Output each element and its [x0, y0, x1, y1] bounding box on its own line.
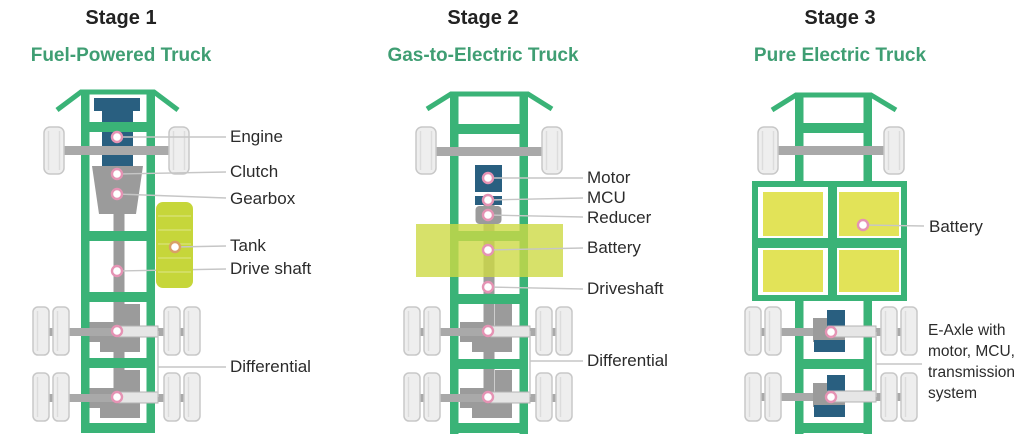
- markers-stage-3: [824, 218, 870, 404]
- label-mcu: MCU: [587, 188, 626, 207]
- stage-3-heading: Stage 3: [804, 7, 876, 29]
- stage-2-title: Gas-to-Electric Truck: [387, 45, 579, 66]
- marker-differential-2: [481, 390, 495, 404]
- label-e-axle: E-Axle with motor, MCU, transmission sys…: [928, 322, 1015, 402]
- e-axle-shape-front: [813, 310, 845, 352]
- axle-shaft-highlight: [490, 391, 531, 404]
- markers-stage-1: [110, 130, 182, 404]
- markers-stage-2: [481, 171, 495, 404]
- axle-shaft-highlight: [118, 391, 159, 404]
- chassis-frame: [55, 89, 180, 433]
- label-gearbox: Gearbox: [230, 189, 296, 208]
- truck-diagram-stage-1: [32, 89, 227, 433]
- marker-tank: [168, 240, 182, 254]
- marker-motor: [481, 171, 495, 185]
- stage-1-title: Fuel-Powered Truck: [30, 45, 212, 66]
- marker-battery: [856, 218, 870, 232]
- axle-shaft-highlight: [118, 325, 159, 338]
- label-tank: Tank: [230, 236, 266, 255]
- label-differential-2: Differential: [587, 351, 668, 370]
- battery-pack-shape: [752, 181, 907, 301]
- marker-differential-1: [110, 324, 124, 338]
- marker-battery: [481, 243, 495, 257]
- leader-lines-stage-3: [862, 224, 925, 397]
- marker-gearbox: [110, 187, 124, 201]
- stage-1-heading: Stage 1: [85, 7, 157, 29]
- label-engine: Engine: [230, 127, 283, 146]
- front-axle: [770, 146, 896, 155]
- leader-lines-stage-1: [116, 136, 227, 397]
- marker-reducer: [481, 208, 495, 222]
- marker-driveshaft: [481, 280, 495, 294]
- truck-diagram-stage-2: [403, 91, 584, 434]
- marker-differential-1: [481, 324, 495, 338]
- label-reducer: Reducer: [587, 208, 652, 227]
- marker-e-axle-2: [824, 390, 838, 404]
- marker-clutch: [110, 167, 124, 181]
- stage-2-heading: Stage 2: [447, 7, 519, 29]
- axle-shaft-highlight: [490, 325, 531, 338]
- truck-diagram-stage-3: [744, 92, 925, 434]
- label-battery-2: Battery: [587, 238, 641, 257]
- label-clutch: Clutch: [230, 162, 279, 181]
- label-drive-shaft: Drive shaft: [230, 259, 312, 278]
- label-driveshaft: Driveshaft: [587, 279, 664, 298]
- marker-mcu: [481, 193, 495, 207]
- marker-engine: [110, 130, 124, 144]
- marker-e-axle-1: [824, 325, 838, 339]
- label-motor: Motor: [587, 168, 631, 187]
- drive-shaft-shape: [113, 213, 125, 400]
- stage-3-title: Pure Electric Truck: [753, 45, 927, 66]
- marker-differential-2: [110, 390, 124, 404]
- marker-drive-shaft: [110, 264, 124, 278]
- leader-lines-stage-2: [487, 177, 584, 397]
- label-differential-1: Differential: [230, 357, 311, 376]
- label-battery-3: Battery: [929, 217, 983, 236]
